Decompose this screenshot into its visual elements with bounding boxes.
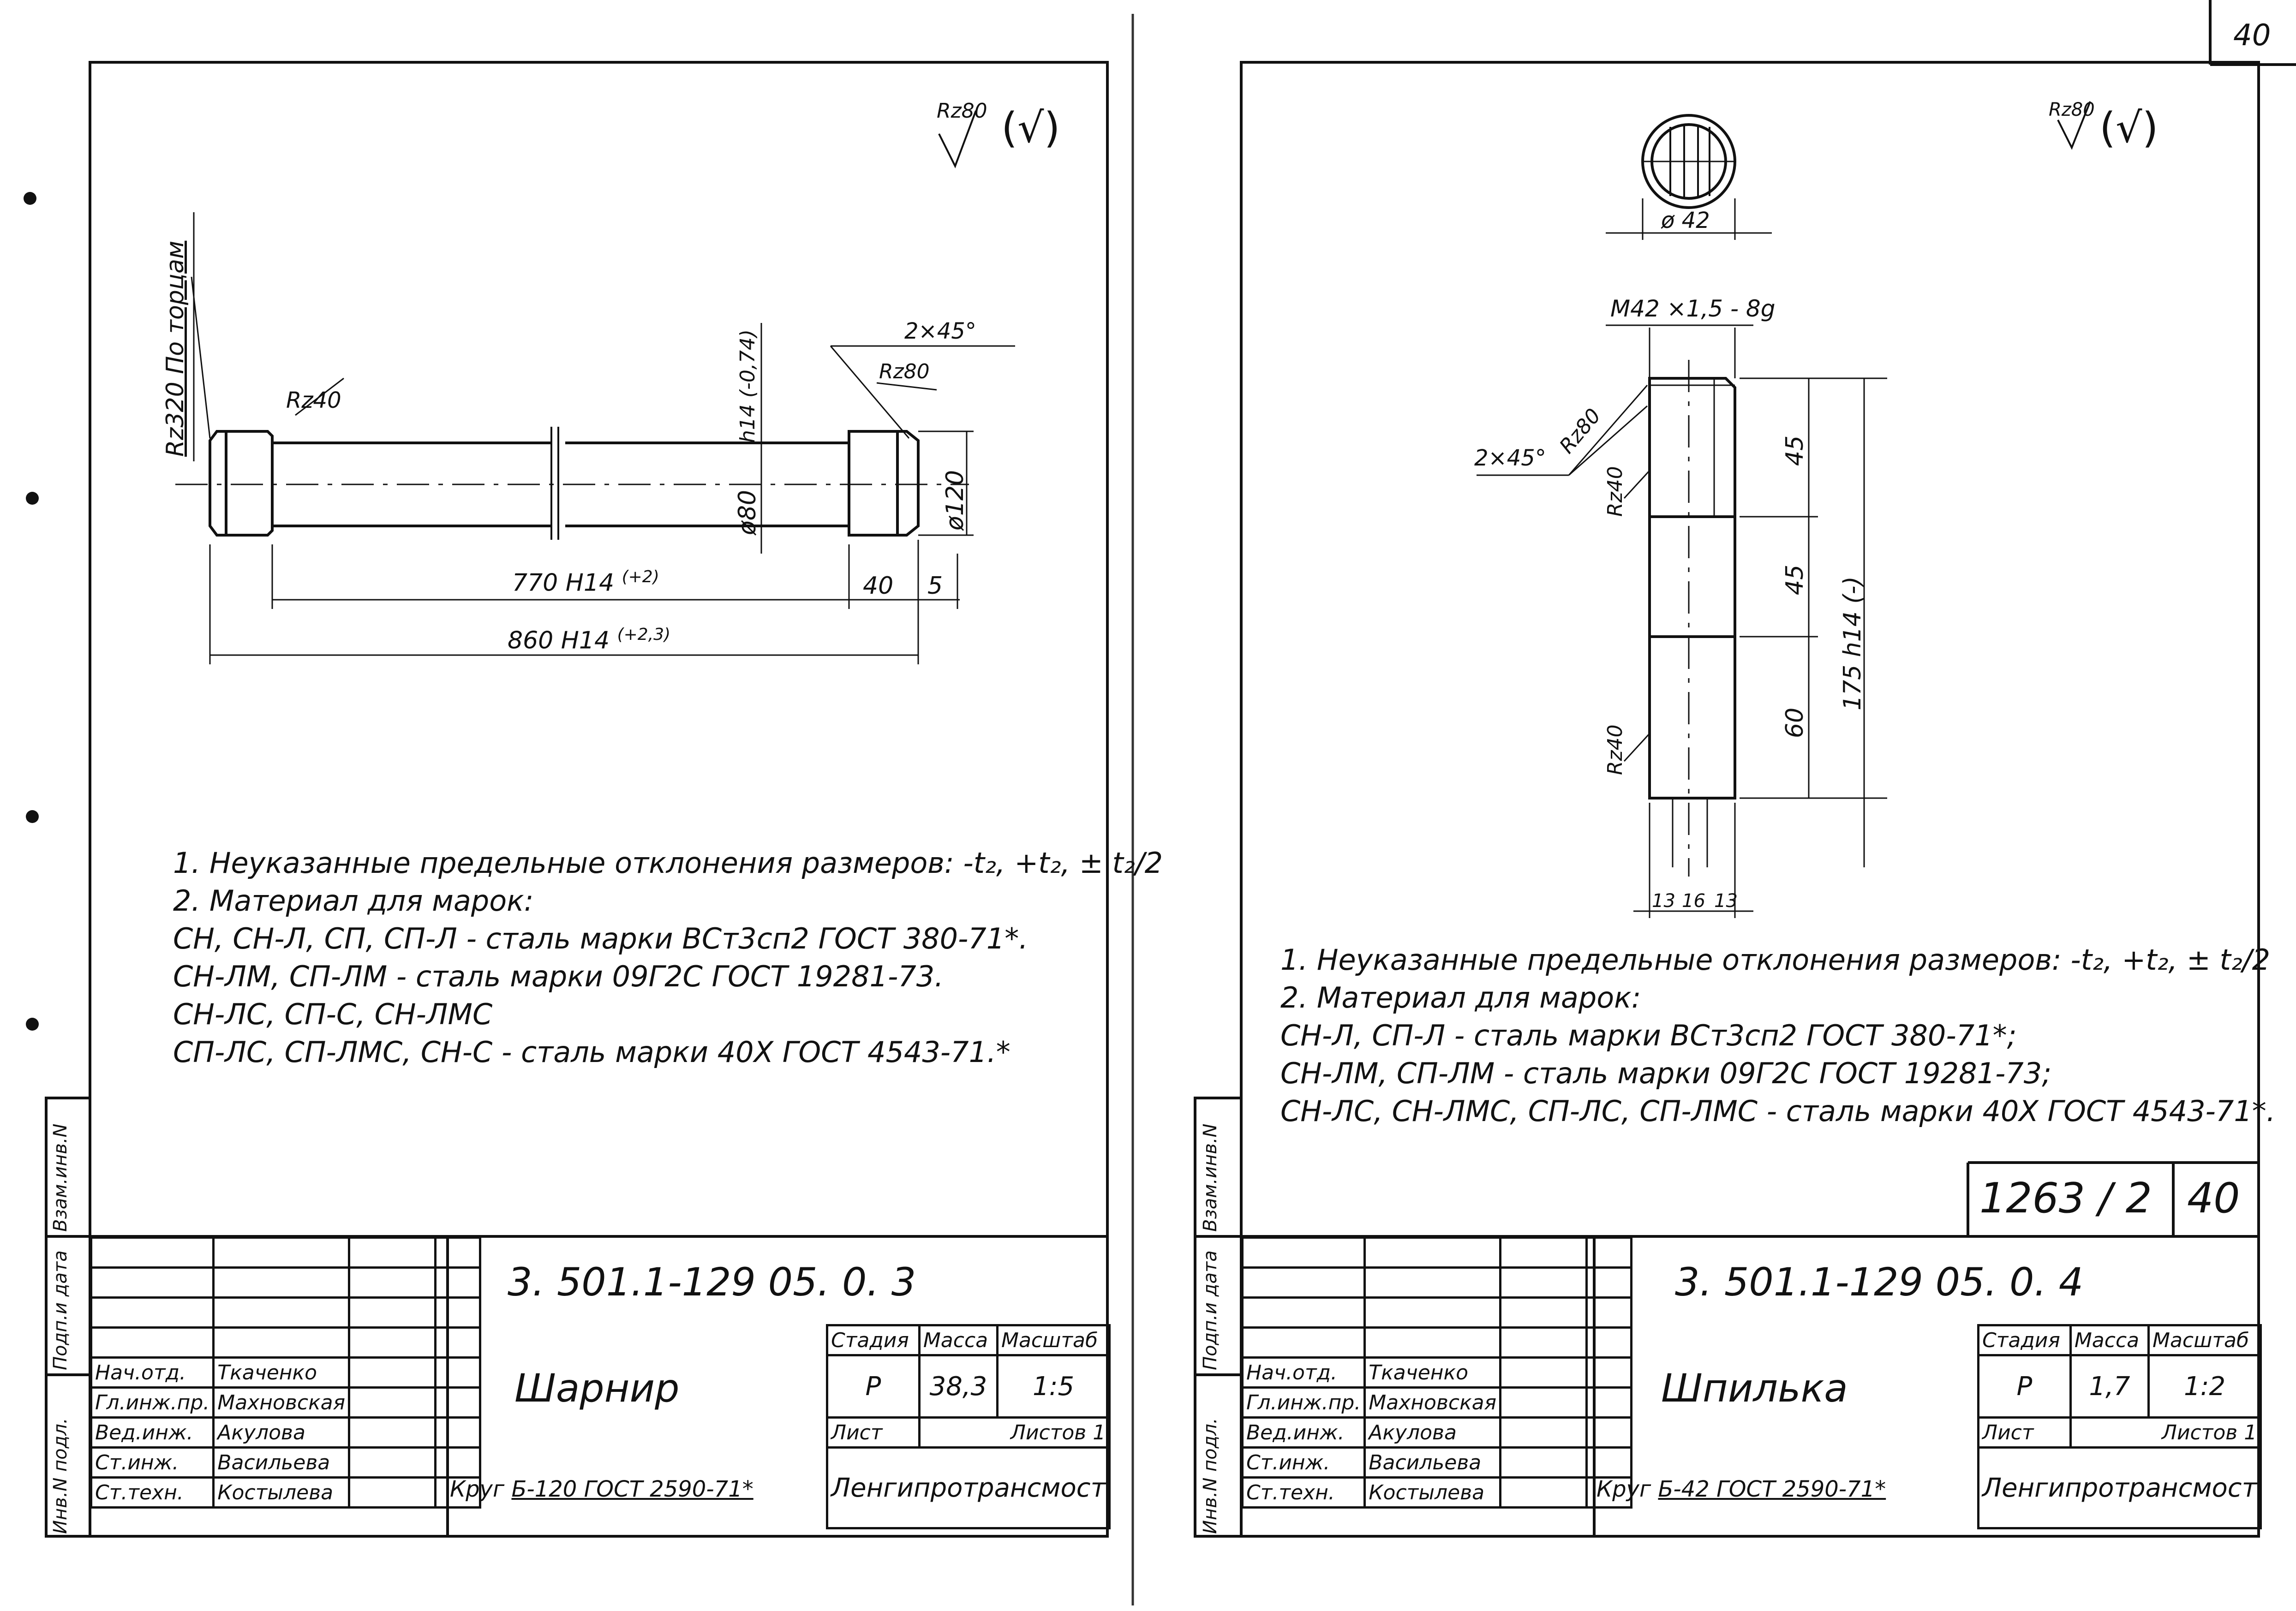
binding-hole xyxy=(26,810,39,823)
rz40a-label: Rz40 xyxy=(1603,466,1627,517)
left-side-label-2: Подп.и дата xyxy=(50,1250,71,1370)
left-part-name: Шарнир xyxy=(514,1366,680,1411)
len45a-label: 45 xyxy=(1781,435,1809,466)
right-side-label-2: Подп.и дата xyxy=(1200,1250,1221,1370)
dia42-label: ø 42 xyxy=(1661,208,1710,233)
page-number: 40 xyxy=(2233,18,2271,53)
w16-label: 16 xyxy=(1682,890,1705,912)
right-side-label-3: Инв.N подл. xyxy=(1200,1418,1221,1534)
w13a-label: 13 xyxy=(1652,890,1675,912)
binding-hole xyxy=(26,492,39,505)
roughness-symbol: Rz80 xyxy=(937,99,987,123)
len60-label: 60 xyxy=(1781,707,1809,738)
left-material: Круг Б-120 ГОСТ 2590-71* xyxy=(450,1476,753,1502)
chamfer-label: 2×45° xyxy=(904,318,976,344)
right-roughness-symbol: Rz80 xyxy=(2049,99,2095,120)
left-side-label-1: Взам.инв.N xyxy=(50,1123,71,1232)
left-staff-table: Нач.отд.Ткаченко Гл.инж.пр.Махновская Ве… xyxy=(90,1236,482,1509)
left-notes: 1. Неуказанные предельные отклонения раз… xyxy=(173,846,1163,1069)
left-doc-code: 3. 501.1-129 05. 0. 3 xyxy=(508,1259,916,1305)
stud-drawing xyxy=(1477,101,2091,918)
len770-label: 770 H14 (+2) xyxy=(512,567,659,597)
binding-hole xyxy=(26,1018,39,1031)
dia120-label: ø120 xyxy=(941,470,969,531)
left-side-label-3: Инв.N подл. xyxy=(50,1418,71,1534)
len45b-label: 45 xyxy=(1781,564,1809,595)
dia80-tol-label: h14 (-0,74) xyxy=(736,329,759,443)
right-part-name: Шпилька xyxy=(1661,1366,1848,1411)
hinge-drawing xyxy=(175,110,1015,664)
len40-label: 40 xyxy=(863,572,894,600)
roughness-paren: (√) xyxy=(1001,104,1060,152)
right-roughness-paren: (√) xyxy=(2099,104,2158,152)
len5-label: 5 xyxy=(927,572,943,600)
rz40b-label: Rz40 xyxy=(1603,724,1627,775)
rz80-label: Rz80 xyxy=(879,360,930,383)
len860-label: 860 H14 (+2,3) xyxy=(508,625,671,655)
stamp-number: 1263 / 2 xyxy=(1979,1174,2152,1223)
binding-hole xyxy=(24,192,36,205)
right-staff-table: Нач.отд.Ткаченко Гл.инж.пр.Махновская Ве… xyxy=(1241,1236,1633,1509)
chamfer-label-right: 2×45° xyxy=(1474,445,1546,471)
thread-label: М42 ×1,5 - 8g xyxy=(1610,295,1776,322)
right-doc-code: 3. 501.1-129 05. 0. 4 xyxy=(1675,1259,2084,1305)
right-material: Круг Б-42 ГОСТ 2590-71* xyxy=(1596,1476,1886,1502)
end-face-label: Rz320 По торцам xyxy=(161,240,189,457)
stamp-page: 40 xyxy=(2187,1174,2240,1223)
rz40-label: Rz40 xyxy=(286,388,341,413)
len175-label: 175 h14 (-) xyxy=(1839,576,1866,710)
w13b-label: 13 xyxy=(1714,890,1738,912)
dia80-label: ø80 xyxy=(734,490,761,535)
right-notes: 1. Неуказанные предельные отклонения раз… xyxy=(1280,943,2276,1128)
right-side-label-1: Взам.инв.N xyxy=(1200,1123,1221,1232)
